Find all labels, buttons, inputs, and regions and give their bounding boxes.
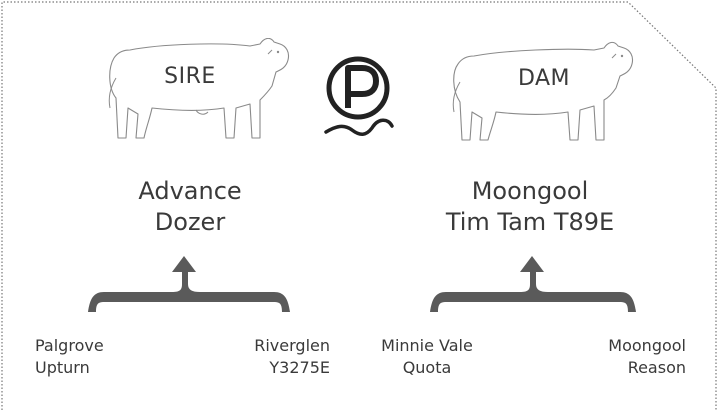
dam-name: Moongool Tim Tam T89E — [420, 176, 640, 238]
dam-parent-2: Moongool Reason — [556, 335, 686, 379]
sire-parent-1-line2: Upturn — [35, 358, 90, 377]
dam-parent-1: Minnie Vale Quota — [362, 335, 492, 379]
dam-parent-1-line1: Minnie Vale — [381, 336, 473, 355]
sire-brace-arrow — [88, 256, 290, 312]
dam-label: DAM — [517, 66, 571, 91]
sire-name-line2: Dozer — [154, 208, 226, 236]
sire-parent-2: Riverglen Y3275E — [206, 335, 330, 379]
dam-cow-outline — [452, 41, 634, 141]
dam-parent-2-line1: Moongool — [608, 336, 686, 355]
sire-parent-1-line1: Palgrove — [35, 336, 104, 355]
dam-brace-arrow — [430, 256, 636, 312]
sire-label: SIRE — [164, 64, 216, 89]
sire-parent-1: Palgrove Upturn — [35, 335, 155, 379]
logo-p-icon — [324, 56, 394, 136]
sire-name-line1: Advance — [138, 177, 242, 205]
dam-name-line2: Tim Tam T89E — [445, 208, 615, 236]
dam-parent-2-line2: Reason — [627, 358, 686, 377]
dam-parent-1-line2: Quota — [402, 358, 452, 377]
sire-parent-2-line1: Riverglen — [254, 336, 330, 355]
sire-cow-outline — [108, 38, 290, 139]
sire-name: Advance Dozer — [100, 176, 280, 238]
sire-parent-2-line2: Y3275E — [269, 358, 330, 377]
dam-name-line1: Moongool — [471, 177, 589, 205]
